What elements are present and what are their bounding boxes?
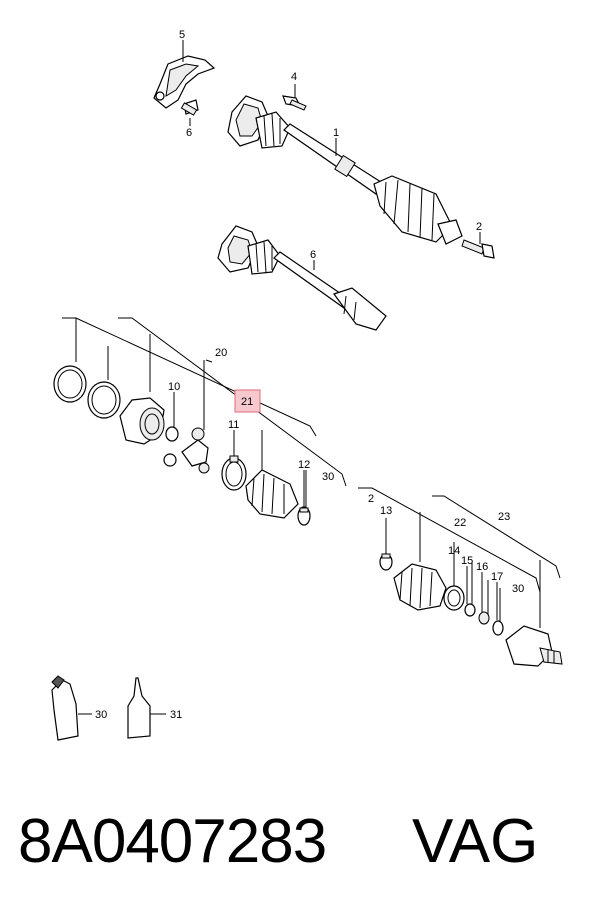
callout-11: 11 [228,419,239,431]
sealant-bottle-part-31 [127,677,166,739]
ring-part-15 [464,603,476,617]
callout-20: 20 [215,347,227,359]
bolt-part-2 [461,239,495,259]
snap-ring-part-10 [165,426,179,442]
leader-lines [173,40,498,620]
exploded-parts-diagram: 5 6 4 1 2 6 20 21 10 11 12 30 2 13 14 15… [51,29,563,741]
outer-joint-part-23 [505,625,563,667]
callout-21: 21 [241,396,253,408]
callout-21-highlight [234,389,261,413]
callout-3: 4 [291,71,297,83]
callout-30-c: 30 [95,709,107,721]
bracket-part-4 [153,55,216,109]
boot-part [245,469,299,519]
o-ring-part [53,365,87,403]
tripod-part [163,427,210,474]
circlip-part [87,381,121,419]
callout-15: 15 [461,555,473,567]
callout-14: 14 [448,545,460,557]
outer-boot-part [393,563,447,611]
callout-30-b: 30 [512,583,524,595]
clamp-part-13 [379,553,393,571]
callout-23: 23 [498,511,510,523]
callout-13: 13 [380,505,392,517]
grease-tube-part-30 [51,675,92,741]
drive-shaft-part-1 [227,95,463,245]
drive-shaft-part-6 [217,225,387,331]
callout-6: 6 [310,249,316,261]
callout-31: 31 [170,709,182,721]
inner-joint-housing [119,397,165,445]
callout-2-b: 2 [368,493,374,505]
callout-16: 16 [476,561,488,573]
callout-1: 1 [333,127,339,139]
callout-22: 22 [454,517,466,529]
circlip-part-17 [492,620,504,636]
spacer-part-16 [478,611,490,625]
callout-4: 5 [179,29,185,41]
callout-30-a: 30 [322,471,334,483]
callout-5: 6 [186,127,192,139]
clamp-part-11 [221,455,247,491]
part-number: 8A0407283 [18,807,327,876]
callout-2: 2 [476,221,482,233]
callout-12: 12 [298,459,310,471]
callout-10: 10 [168,381,180,393]
bolt-part-3 [282,95,307,111]
clamp-part-14 [443,585,465,611]
clamp-part-12 [297,506,311,526]
bolt-part-5 [180,99,199,116]
callout-labels: 5 6 4 1 2 6 20 21 10 11 12 30 2 13 14 15… [95,29,524,721]
brand-name: VAG [412,807,539,876]
callout-17: 17 [491,571,503,583]
